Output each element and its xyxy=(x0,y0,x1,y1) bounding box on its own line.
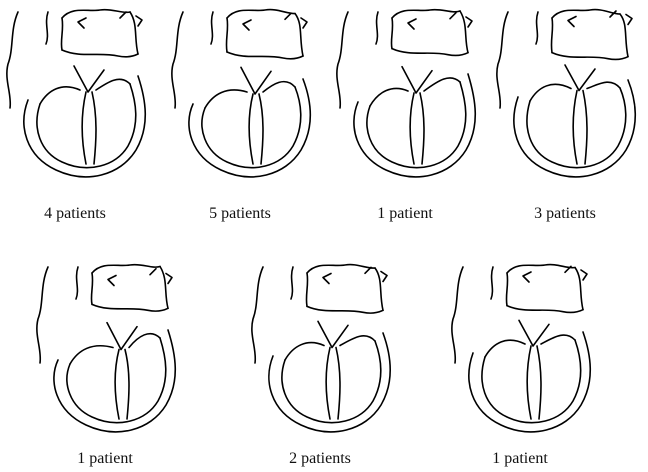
heart-diagram-panel-5: 1 patient xyxy=(30,255,180,445)
heart-diagram-panel-1: 4 patients xyxy=(0,0,150,190)
heart-outline-drawing xyxy=(0,0,150,190)
heart-diagram-panel-4: 3 patients xyxy=(490,0,640,190)
heart-outline-drawing xyxy=(30,255,180,445)
panel-caption: 1 patient xyxy=(445,450,595,468)
panel-caption: 5 patients xyxy=(165,205,315,223)
heart-outline-drawing xyxy=(330,0,480,190)
heart-diagram-panel-2: 5 patients xyxy=(165,0,315,190)
panel-caption: 3 patients xyxy=(490,205,640,223)
heart-diagram-panel-6: 2 patients xyxy=(245,255,395,445)
heart-outline-drawing xyxy=(445,255,595,445)
heart-outline-drawing xyxy=(245,255,395,445)
panel-caption: 1 patient xyxy=(30,450,180,468)
heart-outline-drawing xyxy=(165,0,315,190)
heart-diagram-panel-3: 1 patient xyxy=(330,0,480,190)
panel-caption: 2 patients xyxy=(245,450,395,468)
heart-outline-drawing xyxy=(490,0,640,190)
panel-caption: 4 patients xyxy=(0,205,150,223)
panel-caption: 1 patient xyxy=(330,205,480,223)
heart-diagram-panel-7: 1 patient xyxy=(445,255,595,445)
